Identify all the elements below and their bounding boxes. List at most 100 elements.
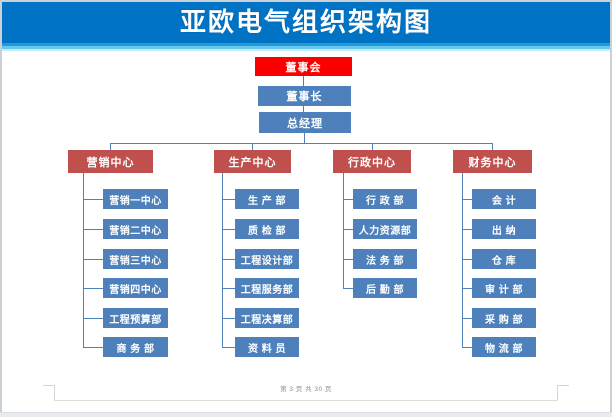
org-node-dept[interactable]: 工程服务部 [235, 278, 299, 298]
org-node-label: 生产中心 [228, 156, 277, 169]
org-node-production-center[interactable]: 生产中心 [214, 150, 291, 173]
org-node-label: 财务中心 [468, 156, 517, 169]
page-title: 亚欧电气组织架构图 [179, 7, 432, 37]
org-node-label: 工程预算部 [109, 314, 162, 326]
org-node-label: 工程设计部 [240, 255, 294, 267]
org-node-label: 董事长 [286, 91, 323, 103]
connector-line [343, 229, 353, 230]
org-node-dept[interactable]: 营销三中心 [103, 249, 168, 269]
connector-line [343, 259, 353, 260]
org-node-dept[interactable]: 资 料 员 [235, 337, 299, 357]
org-node-label: 营销三中心 [109, 255, 162, 267]
connector-line [83, 229, 103, 230]
connector-line [83, 259, 103, 260]
connector-line [222, 259, 235, 260]
connector-line [83, 199, 103, 200]
connector-line [462, 318, 472, 319]
org-node-dept[interactable]: 工程设计部 [235, 249, 299, 269]
org-node-general-manager[interactable]: 总经理 [259, 112, 351, 133]
connector-line [222, 318, 235, 319]
org-node-dept[interactable]: 仓 库 [472, 249, 536, 269]
org-node-label: 资 料 员 [247, 343, 287, 355]
connector-line [110, 143, 111, 150]
page-edge-top [0, 0, 612, 2]
org-node-label: 营销一中心 [109, 195, 162, 207]
org-node-dept[interactable]: 生 产 部 [235, 189, 299, 209]
org-node-dept[interactable]: 工程预算部 [103, 308, 168, 328]
org-node-label: 出 纳 [491, 225, 517, 237]
org-node-dept[interactable]: 法 务 部 [353, 249, 417, 269]
org-node-dept[interactable]: 营销四中心 [103, 278, 168, 298]
org-node-dept[interactable]: 质 检 部 [235, 219, 299, 239]
org-node-marketing-center[interactable]: 营销中心 [68, 150, 153, 173]
connector-trunk [83, 173, 84, 347]
connector-trunk [343, 173, 344, 288]
org-node-label: 质 检 部 [247, 225, 287, 237]
org-node-chairman[interactable]: 董事长 [258, 86, 351, 106]
connector-trunk [222, 173, 223, 347]
org-node-label: 营销中心 [86, 156, 135, 169]
margin-crop-mark-bottom-right [557, 385, 558, 400]
connector-line [222, 229, 235, 230]
margin-crop-mark-bottom-left [54, 385, 55, 400]
org-node-board[interactable]: 董事会 [255, 57, 352, 76]
org-node-label: 法 务 部 [365, 255, 405, 267]
connector-line [462, 288, 472, 289]
connector-line [83, 347, 103, 348]
connector-line [222, 199, 235, 200]
org-node-label: 会 计 [491, 195, 517, 207]
connector-line [492, 143, 493, 150]
connector-line [303, 76, 304, 86]
org-node-label: 采 购 部 [484, 314, 524, 326]
org-node-label: 工程服务部 [240, 284, 294, 296]
page-edge-bottom [0, 412, 612, 417]
page-edge-right [610, 0, 612, 417]
connector-line [462, 229, 472, 230]
org-node-dept[interactable]: 会 计 [472, 189, 536, 209]
org-node-label: 营销四中心 [109, 284, 162, 296]
org-node-dept[interactable]: 人力资源部 [353, 219, 417, 239]
org-node-admin-center[interactable]: 行政中心 [333, 150, 411, 173]
banner-accent-strip [2, 46, 610, 49]
connector-line [372, 143, 373, 150]
org-node-dept[interactable]: 物 流 部 [472, 337, 536, 357]
connector-line [343, 199, 353, 200]
org-node-label: 后 勤 部 [365, 284, 405, 296]
connector-line [304, 133, 305, 143]
connector-rail [110, 143, 493, 144]
connector-line [222, 288, 235, 289]
org-node-finance-center[interactable]: 财务中心 [453, 150, 532, 173]
org-node-label: 物 流 部 [484, 343, 524, 355]
org-node-label: 工程决算部 [240, 314, 294, 326]
connector-line [462, 259, 472, 260]
org-node-dept[interactable]: 营销二中心 [103, 219, 168, 239]
org-node-dept[interactable]: 后 勤 部 [353, 278, 417, 298]
page-indicator: 第 3 页 共 30 页 [280, 386, 332, 393]
org-node-label: 仓 库 [491, 255, 517, 267]
org-node-label: 行 政 部 [365, 195, 405, 207]
org-node-label: 总经理 [287, 117, 323, 130]
connector-line [83, 318, 103, 319]
connector-line [303, 106, 304, 112]
org-node-dept[interactable]: 工程决算部 [235, 308, 299, 328]
org-node-label: 人力资源部 [358, 225, 412, 237]
org-node-label: 行政中心 [348, 156, 396, 169]
banner-accent-strip [2, 49, 610, 51]
connector-line [343, 288, 353, 289]
org-node-dept[interactable]: 行 政 部 [353, 189, 417, 209]
org-node-dept[interactable]: 审 计 部 [472, 278, 536, 298]
org-node-dept[interactable]: 商 务 部 [103, 337, 168, 357]
connector-line [462, 199, 472, 200]
banner-accent-strip [2, 43, 610, 46]
org-node-dept[interactable]: 出 纳 [472, 219, 536, 239]
org-node-dept[interactable]: 采 购 部 [472, 308, 536, 328]
org-node-dept[interactable]: 营销一中心 [103, 189, 168, 209]
margin-crop-mark-bottom-right [557, 385, 569, 386]
text-boundary-line [54, 400, 558, 401]
page-edge-left [0, 0, 2, 417]
org-node-label: 商 务 部 [116, 343, 155, 355]
header-banner: 亚欧电气组织架构图 [2, 2, 610, 43]
org-node-label: 董事会 [285, 61, 322, 74]
org-node-label: 营销二中心 [109, 225, 162, 237]
